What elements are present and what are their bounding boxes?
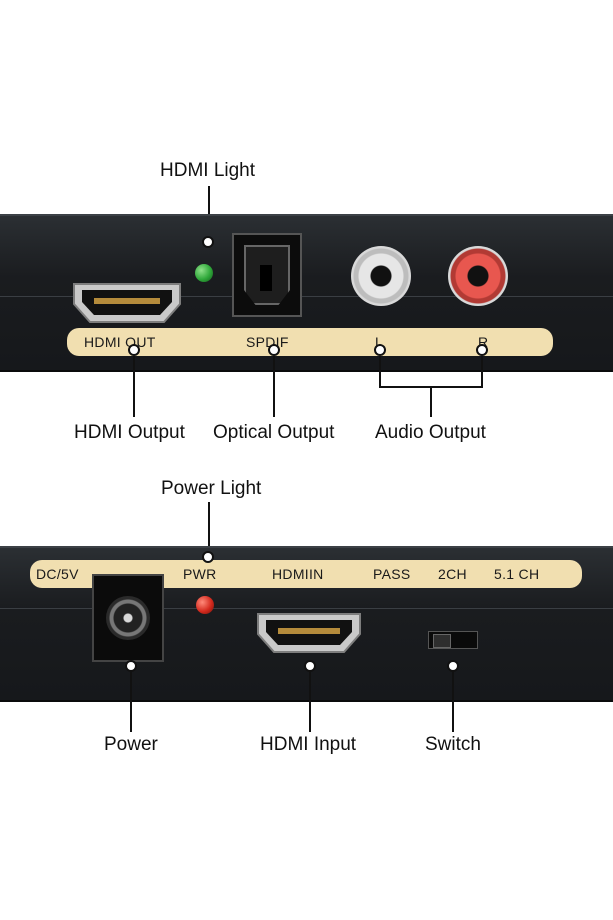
- hdmi-light-callout: HDMI Light: [160, 160, 256, 181]
- power-light-leader: [208, 502, 210, 554]
- hdmi-output-port-icon: [73, 283, 181, 323]
- optical-output-marker: [268, 344, 280, 356]
- plate-label-r: R: [478, 334, 489, 350]
- audio-right-leader: [481, 356, 483, 388]
- plate-label-pwr: PWR: [183, 566, 217, 582]
- power-leader: [130, 672, 132, 732]
- power-marker: [125, 660, 137, 672]
- top-panel-seam: [0, 296, 613, 297]
- rca-right-jack-icon: [448, 246, 508, 306]
- bottom-panel-seam: [0, 608, 613, 609]
- dc-power-jack-icon: [92, 574, 164, 662]
- hdmi-light-marker: [202, 236, 214, 248]
- plate-label-2ch: 2CH: [438, 566, 467, 582]
- audio-output-callout: Audio Output: [375, 422, 486, 443]
- power-led-icon: [196, 596, 214, 614]
- hdmi-input-leader: [309, 672, 311, 732]
- hdmi-output-callout: HDMI Output: [74, 422, 185, 443]
- plate-label-hdmi-in: HDMIIN: [272, 566, 324, 582]
- audio-left-marker: [374, 344, 386, 356]
- plate-label-l: L: [375, 334, 384, 350]
- hdmi-output-marker: [128, 344, 140, 356]
- audio-output-leader: [430, 386, 432, 417]
- plate-label-5-1ch: 5.1 CH: [494, 566, 540, 582]
- plate-label-pass: PASS: [373, 566, 411, 582]
- top-label-plate: [67, 328, 553, 356]
- power-light-marker: [202, 551, 214, 563]
- mode-switch-icon: [428, 631, 478, 649]
- audio-left-leader: [379, 356, 381, 388]
- power-callout: Power: [104, 734, 158, 755]
- plate-label-dc: DC/5V: [36, 566, 79, 582]
- switch-callout: Switch: [425, 734, 481, 755]
- audio-right-marker: [476, 344, 488, 356]
- hdmi-input-port-icon: [257, 613, 361, 653]
- switch-leader: [452, 672, 454, 732]
- hdmi-led-icon: [195, 264, 213, 282]
- rca-left-jack-icon: [351, 246, 411, 306]
- power-light-callout: Power Light: [161, 478, 262, 499]
- switch-marker: [447, 660, 459, 672]
- hdmi-output-leader: [133, 356, 135, 417]
- plate-label-hdmi-out: HDMI OUT: [84, 334, 156, 350]
- hdmi-input-marker: [304, 660, 316, 672]
- hdmi-input-callout: HDMI Input: [260, 734, 357, 755]
- optical-output-leader: [273, 356, 275, 417]
- optical-port-icon: [232, 233, 302, 317]
- optical-output-callout: Optical Output: [213, 422, 335, 443]
- hdmi-light-leader: [208, 186, 210, 236]
